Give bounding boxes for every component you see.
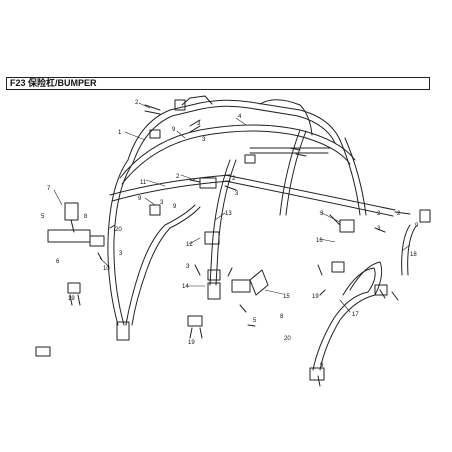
callout-3e: 3	[119, 251, 123, 257]
callout-19b: 19	[188, 340, 195, 346]
callout-15: 15	[283, 294, 290, 300]
callout-13: 13	[225, 211, 232, 217]
left-mirror	[47, 202, 105, 247]
callout-labels: 1 2 3 4 9 3 2 11 2 3 9 3 9 13 12 7 8 5 2…	[41, 100, 419, 369]
right-front-tube	[309, 224, 417, 381]
left-front-post	[116, 282, 221, 341]
callout-19a: 19	[68, 296, 75, 302]
callout-3f: 3	[320, 211, 324, 217]
callout-3c: 3	[235, 191, 239, 197]
callout-5a: 5	[41, 214, 45, 220]
callout-9b: 9	[138, 196, 142, 202]
callout-7: 7	[47, 186, 51, 192]
callout-18: 18	[410, 252, 417, 258]
callout-2c: 2	[232, 176, 236, 182]
callout-20a: 20	[115, 227, 122, 233]
callout-16: 16	[316, 238, 323, 244]
callout-11: 11	[140, 180, 147, 186]
leader-lines	[53, 102, 411, 313]
callout-8a: 8	[84, 214, 88, 220]
callout-9c: 9	[173, 204, 177, 210]
fasteners	[69, 104, 411, 387]
callout-3h: 3	[186, 264, 190, 270]
callout-4: 4	[238, 114, 242, 120]
callout-6: 6	[56, 259, 60, 265]
callout-2b: 2	[176, 174, 180, 180]
callout-1: 1	[118, 130, 122, 136]
callout-3g: 3	[377, 226, 381, 232]
callout-2e: 2	[397, 211, 401, 217]
callout-9a: 9	[172, 127, 176, 133]
title-frame	[6, 77, 430, 90]
callout-12: 12	[186, 242, 193, 248]
roll-cage-frame	[107, 95, 396, 326]
callout-14: 14	[182, 284, 189, 290]
callout-17: 17	[352, 312, 359, 318]
callout-2a: 2	[135, 100, 139, 106]
callout-10: 10	[103, 266, 110, 272]
callout-9e: 9	[320, 363, 324, 369]
callout-5b: 5	[253, 318, 257, 324]
callout-2d: 2	[377, 211, 381, 217]
callout-3a: 3	[197, 121, 201, 127]
callout-3d: 3	[160, 200, 164, 206]
diagram-title: F23 保险杠/BUMPER	[10, 78, 97, 88]
callout-8b: 8	[280, 314, 284, 320]
callout-20b: 20	[284, 336, 291, 342]
callout-9d: 9	[415, 223, 419, 229]
right-mirror	[231, 269, 269, 296]
callout-19c: 19	[312, 294, 319, 300]
callout-3b: 3	[202, 137, 206, 143]
clamp-brackets	[35, 99, 431, 357]
